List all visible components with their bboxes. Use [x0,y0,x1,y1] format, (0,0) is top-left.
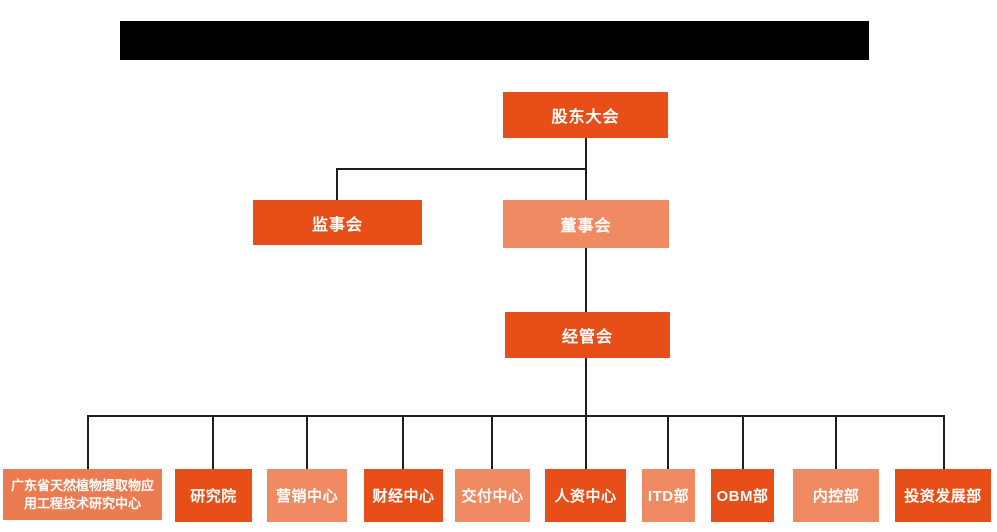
connector-line [667,415,669,469]
org-node-board-of-directors: 董事会 [503,200,669,248]
connector-line [402,415,404,469]
title-bar-redacted [120,21,869,60]
org-node-shareholders-meeting: 股东大会 [503,92,668,138]
connector-line [585,248,587,312]
connector-line [336,168,587,170]
connector-line [212,415,214,469]
org-node-internal-control-department: 内控部 [793,469,879,522]
org-node-management-committee: 经管会 [505,312,670,358]
org-node-hr-center: 人资中心 [545,469,626,522]
org-node-research-institute: 研究院 [175,469,252,522]
connector-line [943,415,945,469]
org-node-research-center: 广东省天然植物提取物应用工程技术研究中心 [3,469,162,520]
org-node-obm-department: OBM部 [711,469,774,522]
connector-line [491,415,493,469]
connector-line [835,415,837,469]
org-node-marketing-center: 营销中心 [267,469,347,522]
org-node-itd-department: ITD部 [642,469,695,522]
org-node-investment-development-department: 投资发展部 [895,469,991,522]
connector-line [742,415,744,469]
connector-line [585,415,587,469]
org-node-delivery-center: 交付中心 [455,469,530,522]
org-node-supervisory-board: 监事会 [253,200,422,245]
connector-line [585,358,587,416]
org-node-finance-center: 财经中心 [364,469,443,522]
connector-line [306,415,308,469]
connector-line [336,168,338,200]
connector-line [87,415,945,417]
connector-line [87,415,89,469]
